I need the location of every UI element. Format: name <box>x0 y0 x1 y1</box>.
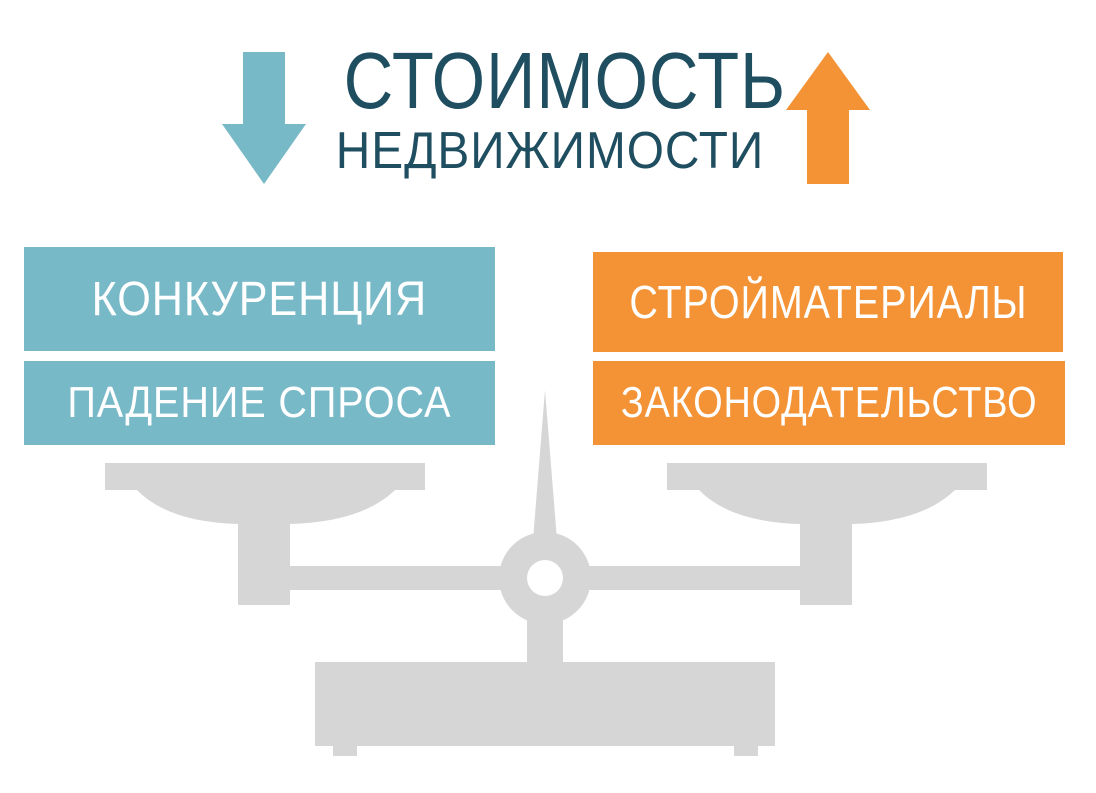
arrow-down-icon <box>222 52 306 184</box>
stem-shape <box>527 610 563 670</box>
left-pan-shape <box>105 463 425 605</box>
left-pan-item-demand-drop: ПАДЕНИЕ СПРОСА <box>24 361 495 445</box>
right-pan-item-building-materials: СТРОЙМАТЕРИАЛЫ <box>593 252 1063 352</box>
right-pan-item-legislation: ЗАКОНОДАТЕЛЬСТВО <box>593 361 1065 445</box>
page-title: СТОИМОСТЬ <box>343 36 787 125</box>
page-subtitle: НЕДВИЖИМОСТИ <box>335 122 765 180</box>
right-pan-shape <box>667 463 987 605</box>
base-shape <box>315 662 775 746</box>
left-pan-item-competition: КОНКУРЕНЦИЯ <box>24 247 495 351</box>
arrow-up-icon <box>786 52 870 184</box>
right-pan-item-label: ЗАКОНОДАТЕЛЬСТВО <box>620 378 1038 427</box>
left-pan-item-label: ПАДЕНИЕ СПРОСА <box>67 378 452 427</box>
base-foot-left <box>333 740 357 756</box>
base-foot-right <box>734 740 758 756</box>
left-pan-item-label: КОНКУРЕНЦИЯ <box>91 272 428 326</box>
needle-shape <box>533 390 557 540</box>
pivot-hole <box>527 560 563 596</box>
right-pan-item-label: СТРОЙМАТЕРИАЛЫ <box>628 276 1028 328</box>
